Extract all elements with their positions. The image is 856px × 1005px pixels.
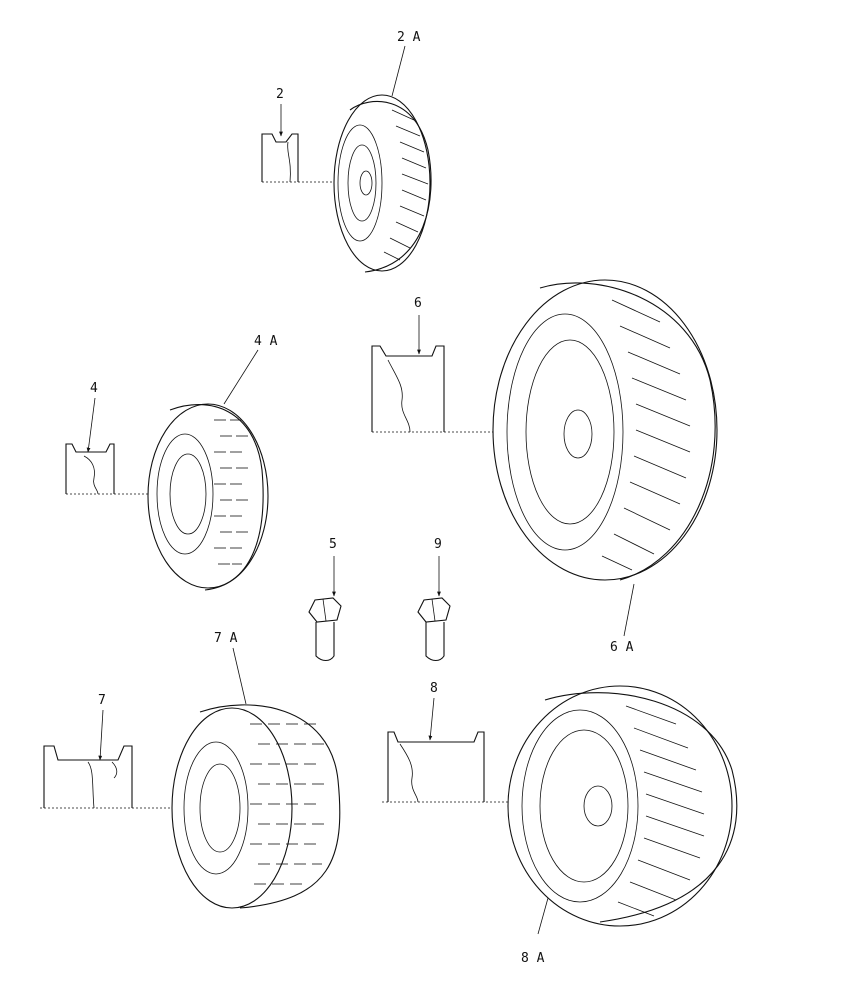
callout-2a: 2 A xyxy=(397,30,421,45)
callout-4a: 4 A xyxy=(254,334,278,349)
leader-4a xyxy=(223,349,259,405)
leader-8a xyxy=(537,897,549,935)
callout-2: 2 xyxy=(276,87,284,102)
leader-8 xyxy=(428,697,435,741)
callout-7: 7 xyxy=(98,693,106,708)
bolt-5[interactable] xyxy=(308,597,342,662)
callout-6: 6 xyxy=(414,296,422,311)
leader-2a xyxy=(391,45,406,97)
leader-6a xyxy=(623,583,635,637)
callout-5: 5 xyxy=(329,537,337,552)
callout-8: 8 xyxy=(430,681,438,696)
callout-8a: 8 A xyxy=(521,951,545,966)
callout-9: 9 xyxy=(434,537,442,552)
callout-6a: 6 A xyxy=(610,640,634,655)
rim-2[interactable] xyxy=(261,133,352,183)
callout-4: 4 xyxy=(90,381,98,396)
bolt-9[interactable] xyxy=(417,597,451,662)
leader-4 xyxy=(86,397,96,453)
tyre-2a[interactable] xyxy=(333,94,432,273)
tyre-8a[interactable] xyxy=(507,685,738,927)
tyre-6a[interactable] xyxy=(492,279,718,581)
rim-7[interactable] xyxy=(40,745,236,809)
tyre-4a[interactable] xyxy=(147,403,269,591)
callout-7a: 7 A xyxy=(214,631,238,646)
tyre-7a[interactable] xyxy=(171,704,341,909)
leader-7a xyxy=(232,647,247,705)
leader-7 xyxy=(98,709,104,761)
